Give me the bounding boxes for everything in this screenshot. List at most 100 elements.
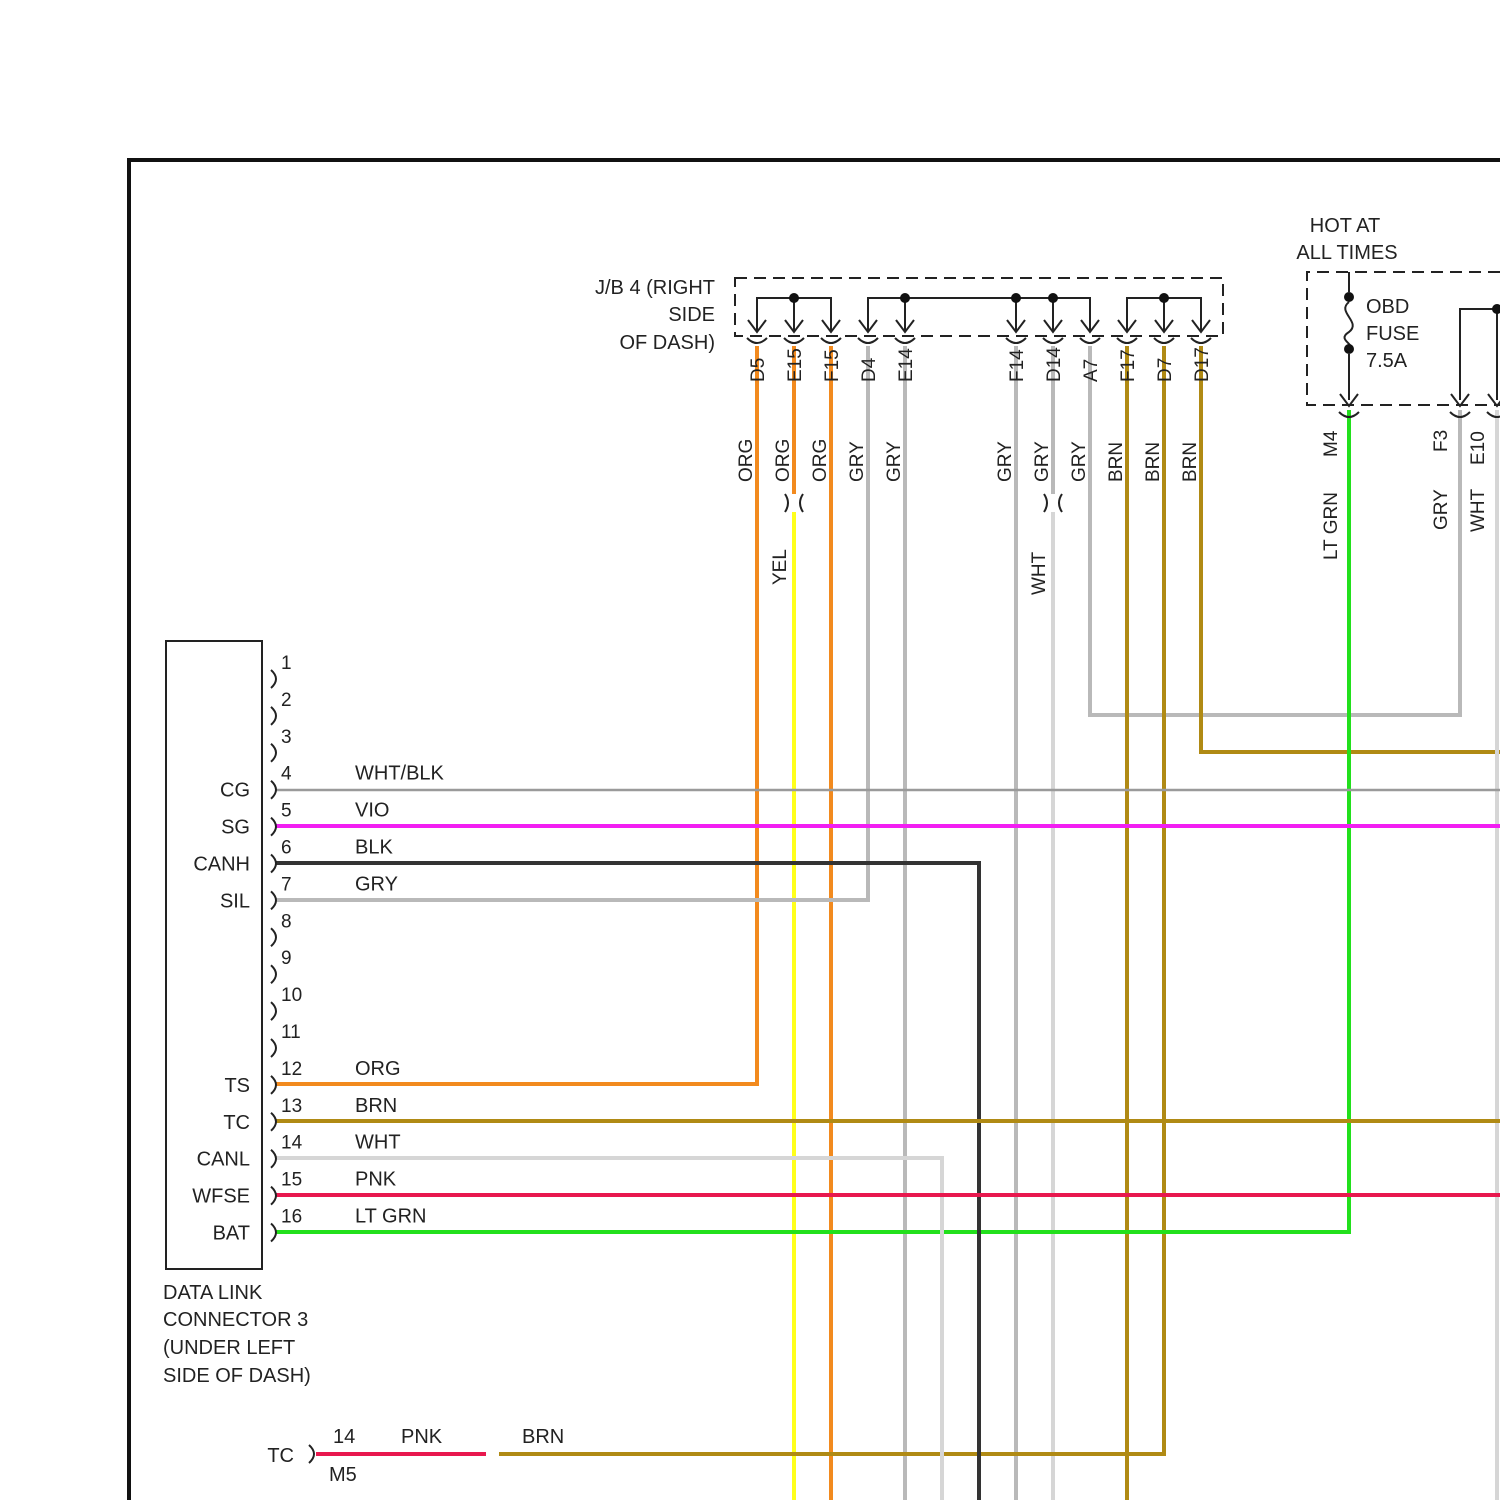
fuse-terminal-label: F3: [1431, 430, 1452, 452]
fuse-header-line-1: HOT AT: [1310, 215, 1380, 237]
jb4-wire-color-label: GRY: [995, 441, 1016, 482]
dlc-label-line-3: (UNDER LEFT: [163, 1337, 295, 1359]
jb4-junction-dot: [900, 293, 910, 303]
jb4-terminal-label: E14: [896, 348, 917, 382]
fuse-wire-color-label: GRY: [1431, 489, 1452, 530]
dlc-pin-number: 3: [281, 727, 292, 748]
fuse-terminal-label: E10: [1468, 431, 1489, 465]
dlc-label-line-1: DATA LINK: [163, 1282, 263, 1304]
dlc-pin-function: CANL: [197, 1149, 250, 1171]
wires: [276, 346, 1500, 1500]
m5-func-label: TC: [267, 1445, 294, 1467]
dlc-pin-function: CANH: [193, 854, 250, 876]
dlc-body: [166, 641, 262, 1269]
fuse-element: [1344, 302, 1352, 349]
jb4-wire-color-label: BRN: [1106, 442, 1127, 482]
dlc-pin-number: 6: [281, 838, 292, 859]
jb4-label-line-1: J/B 4 (RIGHT: [595, 277, 715, 299]
fuse-terminal-label: M4: [1321, 430, 1342, 457]
m5-connector-name: M5: [329, 1464, 357, 1486]
jb4-wire-color-label: BRN: [1143, 442, 1164, 482]
jb4-wire-color-label: ORG: [810, 439, 831, 482]
dlc-pin-number: 7: [281, 874, 292, 895]
fuse-wire-color-label: WHT: [1468, 488, 1489, 532]
dlc-pin-wire-color: PNK: [355, 1169, 397, 1191]
dlc-pin: 8: [271, 911, 292, 946]
dlc-pin-function: BAT: [213, 1223, 250, 1245]
dlc-pin: 1: [271, 653, 292, 688]
jb4-bus-2: [868, 298, 1090, 326]
m5-wire1-label: PNK: [401, 1426, 443, 1448]
jb4-terminal-label: D17: [1192, 347, 1213, 382]
dlc-pin-number: 10: [281, 985, 302, 1006]
m5-socket: [309, 1445, 314, 1463]
dlc-pin: 3: [271, 727, 292, 762]
jb4-label-line-2: SIDE: [668, 304, 715, 326]
dlc-pin-wire-color: VIO: [355, 800, 389, 822]
jb4-junction-dot: [1011, 293, 1021, 303]
jb4-terminal-label: F15: [822, 349, 843, 382]
dlc-label-line-2: CONNECTOR 3: [163, 1309, 308, 1331]
jb4-terminal: F15ORG: [810, 320, 843, 482]
wire-m4-ltgrn: [276, 410, 1349, 1232]
fuse-terminal: M4 LT GRN: [1321, 394, 1359, 560]
dlc-pin-number: 15: [281, 1170, 302, 1191]
fuse-terminal-dot: [1344, 344, 1354, 354]
jb4-terminal-label: D4: [859, 357, 880, 382]
fuse-label-line-2: FUSE: [1366, 323, 1419, 345]
jb4-wire-color-label: ORG: [736, 439, 757, 482]
dlc-pin-number: 16: [281, 1207, 302, 1228]
jb4-wire-color-label: BRN: [1180, 442, 1201, 482]
dlc-pin-wire-color: BRN: [355, 1095, 397, 1117]
jb4-terminal-label: E15: [785, 348, 806, 382]
dlc-pin-wire-color: WHT: [355, 1132, 401, 1154]
dlc-pin: 11: [271, 1022, 301, 1057]
dlc-pin-number: 9: [281, 948, 292, 969]
splice-e15: [785, 494, 803, 512]
dlc-pin-wire-color: LT GRN: [355, 1206, 427, 1228]
splice-d14-wire-label: WHT: [1029, 551, 1050, 595]
jb4-terminal: E15ORG: [773, 320, 806, 482]
wire-a7-gry: [1090, 346, 1460, 715]
dlc-pin-number: 2: [281, 690, 292, 711]
dlc-pin-number: 14: [281, 1133, 303, 1154]
dlc-pin-function: SIL: [220, 890, 250, 912]
dlc-pin-function: TC: [223, 1112, 250, 1134]
jb4-wire-color-label: GRY: [1032, 441, 1053, 482]
jb4-wire-color-label: ORG: [773, 439, 794, 482]
dlc-pin-wire-color: WHT/BLK: [355, 763, 445, 785]
jb4-outline: [735, 278, 1223, 336]
dlc-pin-number: 11: [281, 1022, 301, 1043]
data-link-connector-3: 1234CGWHT/BLK5SGVIO6CANHBLK7SILGRY891011…: [163, 641, 445, 1387]
fuse-bus: [1460, 309, 1500, 400]
obd-fuse-block: HOT AT ALL TIMES OBD FUSE 7.5A M4LT GRNF…: [1296, 215, 1500, 560]
dlc-pin-wire-color: BLK: [355, 837, 393, 859]
dlc-pin-number: 5: [281, 801, 292, 822]
fuse-junction-dot: [1492, 304, 1500, 314]
dlc-pin-number: 4: [281, 764, 292, 785]
m5-pin-number: 14: [333, 1426, 355, 1448]
dlc-pin-number: 8: [281, 911, 292, 932]
dlc-pin-function: WFSE: [192, 1186, 250, 1208]
dlc-pin-number: 13: [281, 1096, 302, 1117]
dlc-pin-wire-color: ORG: [355, 1058, 401, 1080]
dlc-pin-number: 12: [281, 1059, 302, 1080]
dlc-pin-function: TS: [224, 1075, 250, 1097]
fuse-wire-color-label: LT GRN: [1321, 492, 1342, 560]
jb4-terminal-label: D7: [1155, 358, 1176, 382]
jb4-wire-color-label: GRY: [847, 441, 868, 482]
dlc-label-line-4: SIDE OF DASH): [163, 1365, 311, 1387]
jb4-terminal: F17BRN: [1106, 320, 1139, 482]
dlc-pin: 9: [271, 948, 292, 983]
dlc-pin: 2: [271, 690, 292, 725]
jb4-terminal: D14GRY: [1032, 320, 1065, 482]
m5-wire2-label: BRN: [522, 1426, 564, 1448]
